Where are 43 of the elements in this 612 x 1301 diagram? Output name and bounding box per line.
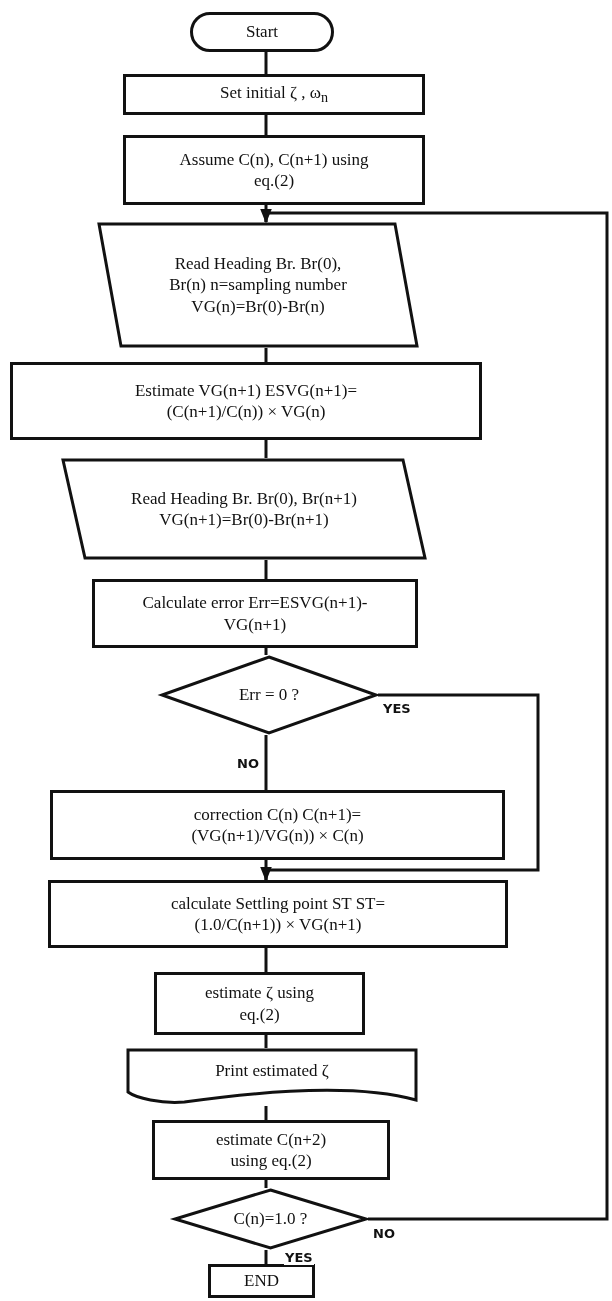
node-text: Calculate error Err=ESVG(n+1)-VG(n+1) — [141, 592, 369, 635]
connector-line — [264, 1250, 268, 1264]
node-text: C(n)=1.0 ? — [233, 1208, 308, 1230]
node-text: estimate ζ using eq.(2) — [204, 982, 315, 1025]
node-text: Read Heading Br. Br(0), Br(n+1) VG(n+1)=Br(0)-Br(n+1) — [130, 487, 358, 531]
connector-line — [264, 440, 268, 458]
connector-line — [264, 1035, 268, 1048]
process-box — [152, 1120, 390, 1180]
connector-line — [264, 560, 268, 579]
process-box — [123, 74, 425, 115]
connector-line — [260, 693, 540, 882]
node-text: Print estimated ζ — [215, 1060, 329, 1083]
connector-line — [264, 648, 268, 655]
process-box — [123, 135, 425, 205]
process-box — [208, 1264, 315, 1298]
node-text: Assume C(n), C(n+1) using eq.(2) — [178, 148, 370, 192]
connector-line — [264, 115, 268, 135]
edge-label: YES — [382, 701, 412, 716]
process-box — [50, 790, 505, 860]
connector-line — [264, 1180, 268, 1188]
node-text: correction C(n) C(n+1)=(VG(n+1)/VG(n)) × C(n) — [190, 803, 365, 847]
node-text: estimate C(n+2) using eq.(2) — [214, 1128, 328, 1172]
connector-line — [264, 348, 268, 362]
connector-line — [264, 948, 268, 972]
node-text: calculate Settling point ST ST=(1.0/C(n+1)) × VG(n+1) — [169, 892, 387, 936]
edge-label: NO — [236, 756, 260, 771]
node-text: Set initial ζ , ω$_{n}$ — [220, 81, 328, 108]
process-box — [10, 362, 482, 440]
edge-label: YES — [284, 1250, 314, 1265]
node-text: Estimate VG(n+1) ESVG(n+1)=(C(n+1)/C(n)) × VG(n) — [134, 379, 358, 423]
connector-line — [264, 735, 268, 790]
process-box — [154, 972, 365, 1035]
node-text: Err = 0 ? — [238, 684, 300, 706]
terminal-box — [190, 12, 334, 52]
connector-line — [260, 208, 609, 1221]
node-text: Start — [245, 21, 279, 43]
process-box — [48, 880, 508, 948]
edge-label: NO — [372, 1226, 396, 1241]
connector-line — [264, 52, 268, 74]
process-box — [92, 579, 418, 648]
connector-line — [264, 1106, 268, 1120]
node-text: END — [244, 1270, 279, 1292]
node-text: Read Heading Br. Br(0), Br(n) n=sampling number VG(n)=Br(0)-Br(n) — [168, 253, 348, 317]
